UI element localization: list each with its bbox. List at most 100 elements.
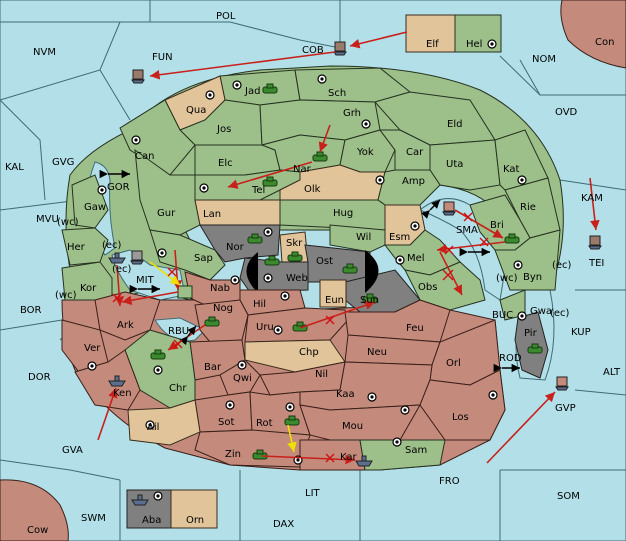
region-byn[interactable] bbox=[494, 229, 561, 291]
sc-ver-icon bbox=[87, 361, 97, 371]
label-byn-wc: (wc) bbox=[496, 273, 518, 284]
region-sam[interactable] bbox=[330, 439, 446, 471]
sc-grh-icon bbox=[361, 119, 371, 129]
label-gwa-ec: (ec) bbox=[550, 308, 570, 319]
label-gwa: Gwa bbox=[530, 306, 552, 317]
fleet-cob-icon[interactable] bbox=[333, 41, 347, 56]
region-wil[interactable] bbox=[329, 224, 386, 253]
fleet-tei-icon[interactable] bbox=[588, 235, 602, 250]
label-sun: Sun bbox=[360, 295, 379, 306]
label-kor-wc: (wc) bbox=[55, 290, 77, 301]
fleet-mit-icon[interactable] bbox=[130, 250, 144, 265]
region-her[interactable] bbox=[61, 227, 109, 266]
region-sap[interactable] bbox=[149, 229, 226, 281]
army-web-icon[interactable] bbox=[264, 255, 280, 266]
label-nvm: NVM bbox=[33, 47, 56, 58]
label-aba: Aba bbox=[142, 515, 161, 526]
label-mel: Mel bbox=[407, 253, 425, 264]
army-rot-icon[interactable] bbox=[284, 415, 300, 426]
army-tel-icon[interactable] bbox=[262, 176, 278, 187]
label-mit: MIT bbox=[136, 275, 155, 286]
fleet-sma-icon[interactable] bbox=[442, 201, 456, 216]
region-con[interactable] bbox=[560, 0, 626, 69]
label-gur: Gur bbox=[157, 208, 176, 219]
label-qua: Qua bbox=[186, 105, 206, 116]
region-elc[interactable] bbox=[194, 144, 281, 176]
sc-sch-icon bbox=[317, 74, 327, 84]
army-ost-icon[interactable] bbox=[342, 263, 358, 274]
label-yok: Yok bbox=[356, 147, 374, 158]
order-arrow bbox=[121, 291, 179, 306]
label-her: Her bbox=[67, 242, 86, 253]
fleet-her-icon[interactable] bbox=[108, 252, 126, 264]
order-arrow bbox=[318, 124, 331, 153]
army-bri-icon[interactable] bbox=[504, 233, 520, 244]
sc-sam-icon bbox=[392, 437, 402, 447]
label-byn-ec: (ec) bbox=[552, 260, 572, 271]
region-orn[interactable] bbox=[170, 489, 218, 529]
sc-nab-icon bbox=[230, 275, 240, 285]
order-arrow bbox=[589, 177, 600, 231]
fleet-ken-icon[interactable] bbox=[108, 375, 126, 387]
label-mou: Mou bbox=[342, 421, 363, 432]
label-pir: Pir bbox=[524, 328, 538, 339]
failed-order-icon bbox=[463, 212, 473, 222]
label-sma: SMA bbox=[456, 225, 478, 236]
label-bor: BOR bbox=[20, 305, 42, 316]
fleet-aba-icon[interactable] bbox=[131, 494, 149, 506]
sc-ail-icon bbox=[145, 420, 155, 430]
label-con: Con bbox=[595, 37, 614, 48]
fleet-fun-icon[interactable] bbox=[131, 69, 145, 84]
label-chp: Chp bbox=[299, 347, 319, 358]
label-rbu: RBU bbox=[168, 326, 189, 337]
region-eun[interactable] bbox=[319, 279, 347, 308]
sc-aba-icon bbox=[153, 491, 163, 501]
army-nor-icon[interactable] bbox=[247, 233, 263, 244]
order-arrow bbox=[227, 161, 313, 189]
support-arrow bbox=[287, 424, 297, 453]
label-rie: Rie bbox=[520, 202, 536, 213]
region-ost[interactable] bbox=[304, 244, 371, 283]
label-ovd: OVD bbox=[555, 107, 578, 118]
label-sap: Sap bbox=[194, 253, 213, 264]
label-rot: Rot bbox=[256, 418, 273, 429]
label-wil: Wil bbox=[356, 232, 371, 243]
order-arrows bbox=[97, 31, 600, 465]
label-cob: COB bbox=[302, 45, 324, 56]
label-ken: Ken bbox=[113, 388, 132, 399]
order-arrow bbox=[439, 251, 463, 296]
failed-order-icon bbox=[442, 269, 454, 281]
sc-sap-icon bbox=[157, 248, 167, 258]
region-aba[interactable] bbox=[126, 489, 172, 529]
impassable-west bbox=[246, 252, 258, 293]
sc-hil-icon bbox=[280, 291, 290, 301]
army-jad-icon[interactable] bbox=[262, 83, 278, 94]
region-elf[interactable] bbox=[405, 14, 456, 53]
label-orl: Orl bbox=[446, 358, 461, 369]
army-sap-icon[interactable] bbox=[177, 285, 193, 299]
army-skr-icon[interactable] bbox=[287, 251, 303, 262]
label-fun: FUN bbox=[152, 52, 173, 63]
region-cow[interactable] bbox=[0, 479, 69, 541]
army-chr-icon[interactable] bbox=[150, 349, 166, 360]
sc-uru-icon bbox=[273, 325, 283, 335]
label-olk: Olk bbox=[304, 184, 321, 195]
region-ken[interactable] bbox=[74, 349, 141, 411]
label-tei: TEI bbox=[588, 258, 604, 269]
sc-pir-icon bbox=[517, 311, 527, 321]
label-nor: Nor bbox=[226, 242, 245, 253]
sc-web-icon bbox=[263, 273, 273, 283]
region-los[interactable] bbox=[419, 369, 506, 441]
army-nog-icon[interactable] bbox=[204, 316, 220, 327]
label-can: Can bbox=[135, 151, 154, 162]
label-feu: Feu bbox=[406, 323, 424, 334]
region-uta[interactable] bbox=[429, 139, 501, 191]
impassable-east bbox=[365, 250, 379, 293]
sc-olk-icon bbox=[375, 175, 385, 185]
fleet-gvp-icon[interactable] bbox=[555, 376, 569, 391]
order-arrow bbox=[149, 51, 336, 80]
fleet-kar-icon[interactable] bbox=[355, 455, 373, 467]
label-dor: DOR bbox=[28, 372, 51, 383]
label-car: Car bbox=[406, 147, 424, 158]
army-pir-icon[interactable] bbox=[527, 343, 543, 354]
